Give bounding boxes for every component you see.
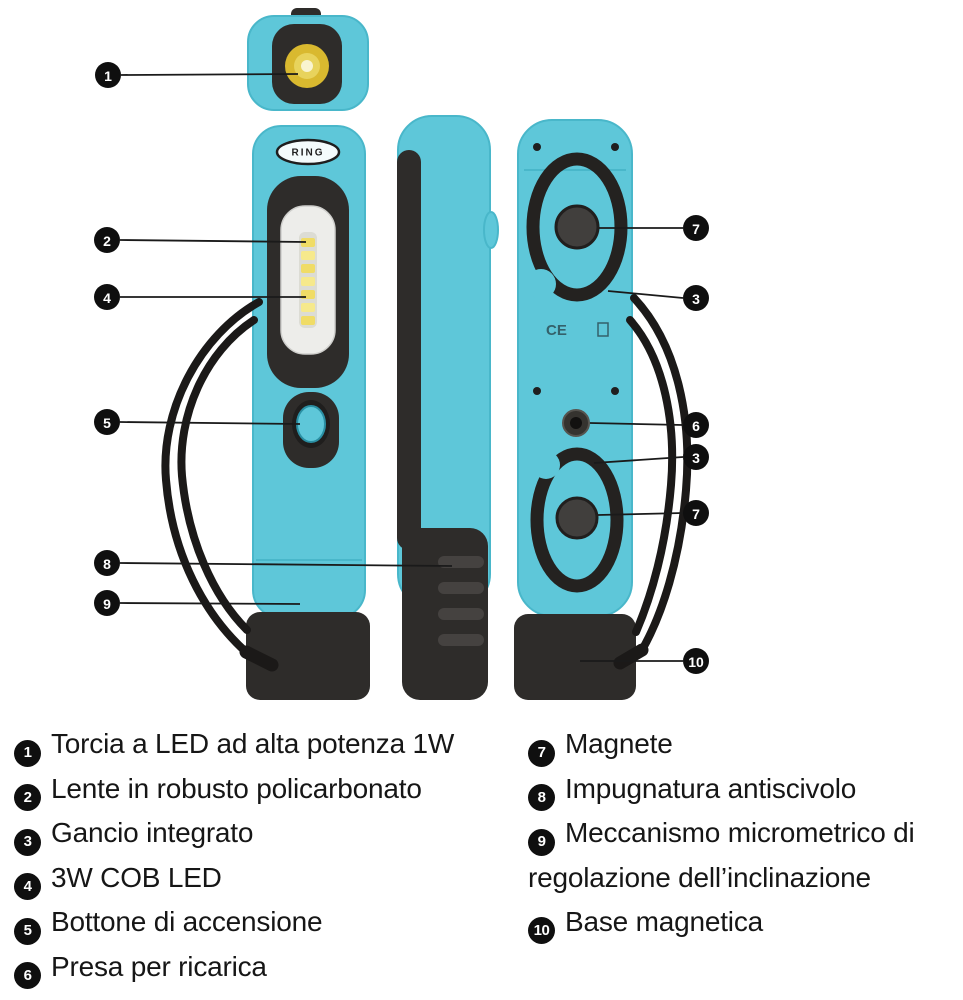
- led-torch-center: [301, 60, 313, 72]
- leader-9: [119, 602, 301, 605]
- callout-badge-5: 5: [94, 409, 120, 435]
- svg-text:3: 3: [692, 450, 700, 466]
- legend-badge-4: 4: [14, 873, 41, 900]
- legend-item-4: 4 3W COB LED: [14, 856, 514, 900]
- callout-badge-9: 9: [94, 590, 120, 616]
- cob-led-segments: [301, 238, 315, 325]
- leader-1: [120, 73, 299, 76]
- svg-text:9: 9: [103, 596, 111, 612]
- leader-6: [589, 422, 684, 426]
- magnet-top: [554, 204, 600, 250]
- magnetic-base: [514, 614, 636, 700]
- legend-label-7: Magnete: [565, 728, 673, 759]
- legend-label-1: Torcia a LED ad alta potenza 1W: [51, 728, 455, 759]
- callout-badge-6: 6: [683, 412, 709, 438]
- hook-bottom: [530, 447, 624, 593]
- charging-socket-pin: [570, 417, 582, 429]
- legend-label-4: 3W COB LED: [51, 861, 222, 893]
- legend-label-3: Gancio integrato: [51, 817, 254, 848]
- back-view: CE: [514, 119, 636, 700]
- hook-top: [526, 152, 628, 302]
- callout-badges: 1 2 4 5 8 9 7: [94, 62, 709, 674]
- svg-text:3: 3: [692, 291, 700, 307]
- legend-label-2: Lente in robusto policarbonato: [51, 772, 422, 804]
- legend-label-5: Bottone di accensione: [51, 906, 323, 937]
- power-button: [296, 405, 326, 443]
- legend-label-6: Presa per ricarica: [51, 950, 267, 982]
- svg-text:1: 1: [104, 68, 112, 84]
- callout-badge-2: 2: [94, 227, 120, 253]
- callout-badge-1: 1: [95, 62, 121, 88]
- legend-label-10: Base magnetica: [565, 905, 763, 937]
- legend-badge-8: 8: [528, 784, 555, 811]
- svg-text:10: 10: [688, 654, 704, 670]
- weee-symbol-icon: [597, 322, 609, 337]
- legend-badge-5: 5: [14, 917, 41, 945]
- screws: [533, 143, 619, 395]
- leader-5: [119, 421, 301, 425]
- ce-mark: CE: [546, 322, 567, 339]
- legend-label-8: Impugnatura antiscivolo: [565, 772, 857, 804]
- svg-text:6: 6: [692, 418, 700, 434]
- brand-logo: [275, 138, 341, 166]
- svg-text:4: 4: [103, 290, 111, 306]
- legend-item-7: 7 Magnete: [528, 722, 958, 767]
- legend-badge-7: 7: [528, 739, 555, 767]
- callout-badge-10: 10: [683, 648, 709, 674]
- brand-logo-text: RING: [292, 148, 325, 159]
- side-button-bump: [483, 211, 499, 249]
- leader-lines: [119, 73, 684, 662]
- svg-text:7: 7: [692, 506, 700, 522]
- leader-8: [119, 562, 453, 567]
- legend-badge-10: 10: [528, 917, 555, 944]
- legend-item-3: 3 Gancio integrato: [14, 811, 514, 856]
- callout-badge-8: 8: [94, 550, 120, 576]
- leader-2: [119, 239, 307, 243]
- legend-item-8: 8 Impugnatura antiscivolo: [528, 767, 958, 811]
- svg-text:5: 5: [103, 415, 111, 431]
- legend-badge-2: 2: [14, 784, 41, 811]
- callout-badge-7a: 7: [683, 215, 709, 241]
- callout-badge-7b: 7: [683, 500, 709, 526]
- legend-badge-6: 6: [14, 962, 41, 989]
- svg-text:8: 8: [103, 556, 111, 572]
- side-view: [397, 115, 499, 700]
- legend-left-column: 1 Torcia a LED ad alta potenza 1W 2 Lente …: [14, 722, 514, 989]
- magnet-bottom: [555, 496, 599, 540]
- leader-7b: [597, 512, 684, 516]
- legend-item-1: 1 Torcia a LED ad alta potenza 1W: [14, 722, 514, 767]
- legend-item-10: 10 Base magnetica: [528, 900, 958, 944]
- callout-badge-3b: 3: [683, 444, 709, 470]
- front-base: [246, 612, 370, 700]
- legend-badge-9: 9: [528, 828, 555, 856]
- legend-badge-1: 1: [14, 739, 41, 767]
- legend-item-5: 5 Bottone di accensione: [14, 900, 514, 945]
- callout-badge-4: 4: [94, 284, 120, 310]
- legend-item-2: 2 Lente in robusto policarbonato: [14, 767, 514, 811]
- leader-3a: [607, 290, 684, 299]
- legend-label-9: Meccanismo micrometrico di regolazione d…: [528, 817, 915, 893]
- front-view: RING: [246, 8, 370, 700]
- hook-bottom-gap: [532, 451, 560, 479]
- legend-item-6: 6 Presa per ricarica: [14, 945, 514, 989]
- callout-badge-3a: 3: [683, 285, 709, 311]
- legend-badge-3: 3: [14, 828, 41, 856]
- side-back-strip: [397, 150, 421, 550]
- product-diagram: RING: [94, 8, 709, 700]
- grip-ridges: [438, 556, 484, 646]
- lanyard-left: [161, 298, 279, 672]
- hook-top-gap: [526, 269, 556, 299]
- leader-3b: [593, 456, 684, 464]
- svg-text:2: 2: [103, 233, 111, 249]
- svg-text:7: 7: [692, 221, 700, 237]
